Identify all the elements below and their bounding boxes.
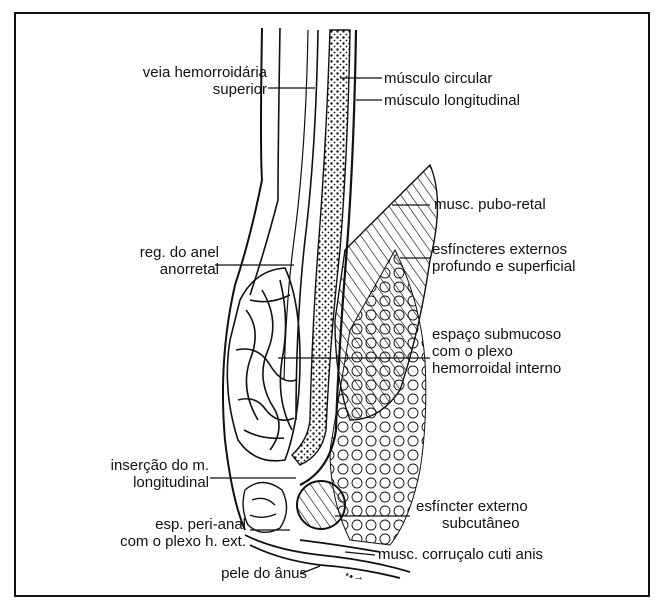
label-esfincteres-externos: esfíncteres externos profundo e superfic…: [432, 241, 575, 275]
label-reg-anel-anorretal: reg. do anel anorretal: [140, 244, 219, 278]
label-musculo-longitudinal: músculo longitudinal: [384, 92, 520, 109]
label-espaco-submucoso: espaço submucoso com o plexo hemorroidal…: [432, 326, 561, 377]
label-musculo-circular: músculo circular: [384, 70, 492, 87]
external-subcutaneous-sphincter: [297, 481, 345, 529]
external-hemorrhoidal-plexus: [243, 483, 286, 533]
label-musc-pubo-retal: musc. pubo-retal: [434, 196, 546, 213]
label-insercao-m-longitudinal: inserção do m. longitudinal: [111, 457, 209, 491]
label-esfincter-subcutaneo: esfíncter externo subcutâneo: [416, 498, 528, 532]
label-veia-hemorroidaria: veia hemorroidária superior: [143, 64, 267, 98]
longitudinal-muscle-3: [284, 30, 308, 380]
label-esp-peri-anal: esp. peri-anal com o plexo h. ext.: [120, 516, 246, 550]
internal-hemorrhoidal-plexus: [227, 268, 300, 461]
label-musc-corrugator: musc. corruçalo cuti anis: [378, 546, 543, 563]
label-pele-anus: pele do ânus: [221, 565, 307, 582]
skin-mark: *•→: [345, 571, 364, 583]
